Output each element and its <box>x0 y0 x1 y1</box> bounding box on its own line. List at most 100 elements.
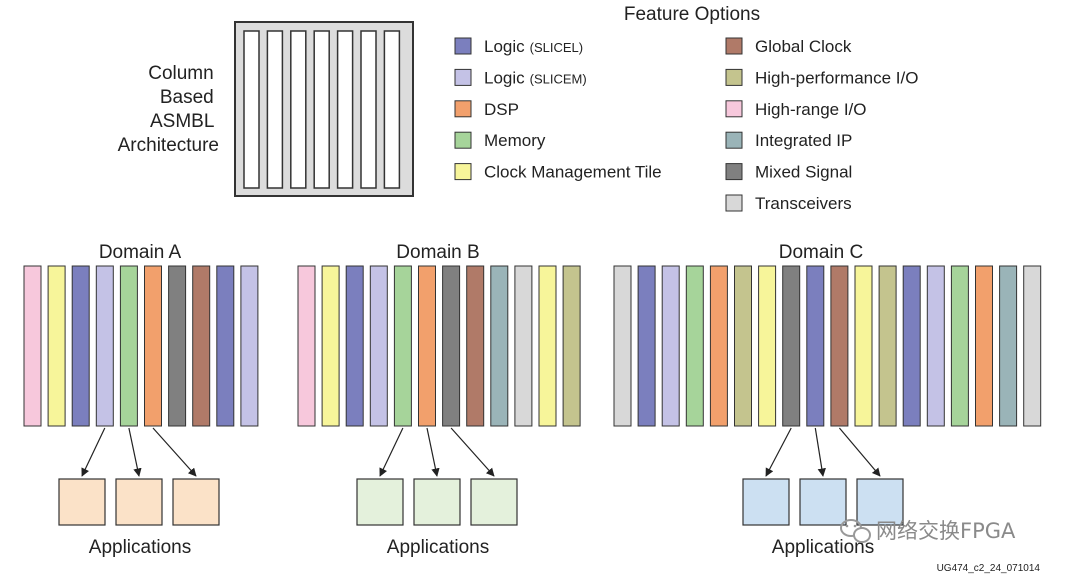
architecture-column <box>383 30 401 189</box>
legend-item-hrio: High-range I/O <box>725 100 867 119</box>
domain-c: Domain C Applications <box>613 242 1042 558</box>
domain-column-cmt <box>758 265 777 427</box>
domain-column-memory <box>119 265 138 427</box>
legend-swatch <box>454 131 472 149</box>
domain-column-xcvr <box>613 265 632 427</box>
domain-title: Domain A <box>99 242 182 263</box>
applications-label: Applications <box>772 537 874 558</box>
connector-arrow <box>838 427 881 477</box>
legend-item-hpio: High-performance I/O <box>725 68 918 87</box>
domain-title: Domain C <box>779 242 863 263</box>
domain-column-cmt <box>854 265 873 427</box>
domain-column-cmt <box>538 265 557 427</box>
domain-column-dsp <box>975 265 993 427</box>
connector-arrow <box>81 427 106 477</box>
application-box <box>413 478 461 526</box>
legend-swatch <box>725 37 743 55</box>
legend-label: Logic(SLICEL) <box>484 37 583 56</box>
legend-item-slicel: Logic(SLICEL) <box>454 37 583 56</box>
legend-item-ip: Integrated IP <box>725 131 852 150</box>
legend-label: Mixed Signal <box>755 163 852 182</box>
application-box <box>356 478 404 526</box>
legend-label: Integrated IP <box>755 131 852 150</box>
legend-label: Transceivers <box>755 194 852 213</box>
domain-column-slicem <box>240 265 259 427</box>
domain-column-slicel <box>71 265 90 427</box>
legend-swatch <box>725 68 743 86</box>
legend-item-memory: Memory <box>454 131 546 150</box>
feature-options-title: Feature Options <box>624 4 760 25</box>
legend-item-mixed: Mixed Signal <box>725 163 852 182</box>
architecture-column <box>290 30 307 189</box>
domain-column-hpio <box>734 265 752 427</box>
application-box <box>799 478 847 526</box>
domain-a: Domain A Applications <box>23 242 259 558</box>
legend-swatch <box>454 37 472 55</box>
architecture-column <box>360 30 377 189</box>
legend-label: Logic(SLICEM) <box>484 68 587 87</box>
application-box <box>115 478 163 526</box>
legend-swatch <box>725 100 743 118</box>
domain-column-slicel <box>806 265 825 427</box>
domain-column-hpio <box>562 265 581 427</box>
watermark: 网络交换FPGA <box>840 519 1016 543</box>
architecture-column <box>243 30 260 189</box>
applications-label: Applications <box>89 537 191 558</box>
architecture-label: Column Based ASMBL Architecture <box>118 63 219 156</box>
architecture-label-line: Architecture <box>118 135 219 156</box>
legend-swatch <box>454 100 472 118</box>
domain-column-gclk <box>466 265 485 427</box>
application-box <box>742 478 790 526</box>
legend-label: DSP <box>484 100 519 119</box>
domain-column-slicem <box>95 265 114 427</box>
domain-column-memory <box>950 265 969 427</box>
domain-column-hpio <box>878 265 897 427</box>
domain-column-cmt <box>47 265 66 427</box>
domain-column-dsp <box>709 265 728 427</box>
domain-column-slicem <box>661 265 680 427</box>
legend-label: Memory <box>484 131 546 150</box>
architecture-column <box>336 30 354 189</box>
connector-arrow <box>765 427 792 477</box>
domain-column-slicel <box>345 265 364 427</box>
legend-item-gclk: Global Clock <box>725 37 852 56</box>
domain-column-ip <box>490 265 509 427</box>
applications-label: Applications <box>387 537 489 558</box>
legend-swatch <box>725 131 743 149</box>
domain-column-slicel <box>902 265 921 427</box>
architecture-label-line: Based <box>160 87 214 108</box>
domain-column-slicel <box>637 265 656 427</box>
domain-column-slicel <box>216 265 235 427</box>
application-box <box>470 478 518 526</box>
domain-column-ip <box>999 265 1018 427</box>
domain-column-xcvr <box>514 265 533 427</box>
application-box <box>58 478 106 526</box>
connector-arrow <box>379 427 404 477</box>
domain-column-memory <box>393 265 412 427</box>
legend-item-cmt: Clock Management Tile <box>454 163 662 182</box>
architecture-column <box>266 30 284 189</box>
domain-column-memory <box>685 265 704 427</box>
application-box <box>856 478 904 526</box>
connector-arrow <box>814 427 826 477</box>
domain-column-mixed <box>782 265 801 427</box>
legend-swatch <box>454 68 472 86</box>
domain-column-slicem <box>369 265 388 427</box>
domain-column-gclk <box>830 265 849 427</box>
feature-legend: Logic(SLICEL) Logic(SLICEM) DSP MemoryClock… <box>454 37 918 213</box>
domain-column-xcvr <box>1023 265 1042 427</box>
domain-column-mixed <box>442 265 461 427</box>
legend-label: High-range I/O <box>755 100 867 119</box>
wechat-icon <box>840 519 871 543</box>
connector-arrow <box>426 427 440 477</box>
architecture-column <box>313 30 330 189</box>
figure-id: UG474_c2_24_071014 <box>937 563 1041 574</box>
architecture-label-line: ASMBL <box>150 111 214 132</box>
connector-arrow <box>450 427 495 477</box>
architecture-label-line: Column <box>148 63 213 84</box>
legend-label: Clock Management Tile <box>484 163 662 182</box>
watermark-text: 网络交换FPGA <box>876 519 1016 543</box>
